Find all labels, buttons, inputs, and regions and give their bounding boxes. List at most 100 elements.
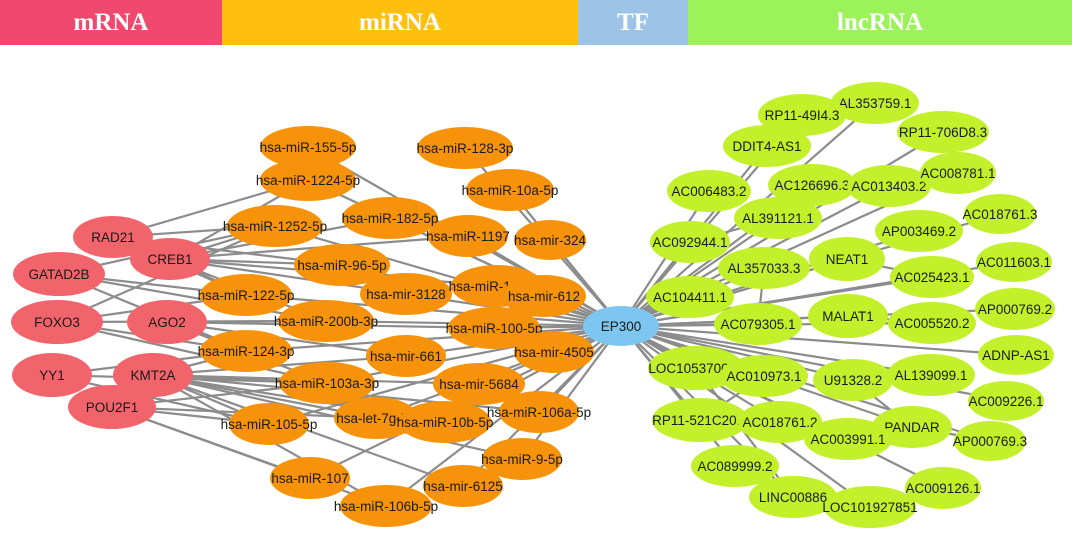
lncrna-node: AP000769.2: [975, 288, 1055, 330]
mirna-node-label: hsa-miR-182-5p: [342, 211, 439, 226]
mirna-node-shape: [399, 401, 491, 443]
mirna-node: hsa-miR-10a-5p: [462, 169, 559, 211]
lncrna-node-shape: [809, 237, 885, 281]
mrna-node-label: RAD21: [91, 230, 135, 245]
mirna-node-shape: [417, 127, 513, 169]
mirna-node-label: hsa-miR-106b-5p: [334, 499, 438, 514]
mirna-node-shape: [433, 363, 525, 405]
lncrna-node: AC011603.1: [976, 242, 1052, 282]
mirna-node: hsa-miR-106b-5p: [334, 485, 438, 527]
mirna-node: hsa-miR-96-5p: [294, 244, 390, 286]
lncrna-node-label: AC009226.1: [968, 394, 1043, 409]
mirna-node-label: hsa-miR-124-3p: [198, 344, 295, 359]
lncrna-node-shape: [954, 421, 1026, 461]
lncrna-node: RP11-706D8.3: [897, 111, 989, 153]
lncrna-node: MALAT1: [808, 294, 888, 338]
lncrna-node: PANDAR: [872, 406, 952, 448]
mrna-node-label: POU2F1: [86, 400, 139, 415]
lncrna-node-label: PANDAR: [884, 420, 940, 435]
lncrna-node: AC008781.1: [920, 152, 996, 194]
mirna-node-label: hsa-miR-128-3p: [417, 141, 514, 156]
lncrna-node-shape: [872, 406, 952, 448]
lncrna-node: NEAT1: [809, 237, 885, 281]
mirna-node: hsa-miR-103a-3p: [275, 362, 379, 404]
lncrna-node: AC089999.2: [691, 445, 779, 487]
lncrna-node-shape: [964, 194, 1036, 234]
mirna-node-label: hsa-mir-612: [508, 289, 580, 304]
lncrna-node: AP003469.2: [875, 210, 963, 252]
mrna-node: RAD21: [73, 216, 153, 258]
lncrna-node-shape: [718, 247, 810, 289]
lncrna-node: LOC105370027: [648, 346, 744, 390]
lncrna-node-label: AC006483.2: [671, 184, 746, 199]
network-edge: [620, 324, 1017, 357]
mirna-node-shape: [294, 244, 390, 286]
mirna-node: hsa-miR-105-5p: [221, 403, 317, 445]
lncrna-node-label: RP11-706D8.3: [899, 125, 987, 140]
lncrna-node-label: AC008781.1: [920, 166, 995, 181]
lncrna-node-label: RP11-521C20.2: [652, 413, 748, 428]
lncrna-node-label: AC089999.2: [697, 459, 772, 474]
lncrna-node-label: AC025423.1: [894, 270, 969, 285]
mirna-node-label: hsa-miR-155-5p: [260, 140, 357, 155]
lncrna-node-label: AC003991.1: [810, 432, 885, 447]
lncrna-node-shape: [975, 288, 1055, 330]
lncrna-node: AC018761.2: [738, 401, 822, 443]
mirna-node-shape: [229, 403, 309, 445]
tf-hub-node-shape: [583, 306, 659, 346]
mrna-node: KMT2A: [113, 353, 193, 397]
lncrna-node-shape: [888, 302, 976, 344]
lncrna-node-shape: [738, 401, 822, 443]
lncrna-node-shape: [723, 125, 811, 167]
lncrna-node: AL353759.1: [831, 82, 919, 124]
legend-mrna: mRNA: [0, 0, 222, 45]
mirna-node-shape: [502, 275, 586, 317]
mirna-node: hsa-mir-5684: [433, 363, 525, 405]
lncrna-node-label: AC018761.2: [742, 415, 817, 430]
mirna-node-shape: [360, 273, 452, 315]
lncrna-node: AL139099.1: [887, 354, 975, 396]
lncrna-node: AC079305.1: [714, 303, 802, 345]
lncrna-node-label: AC104411.1: [653, 290, 727, 305]
mrna-node: FOXO3: [11, 300, 103, 344]
mrna-node-label: FOXO3: [34, 315, 80, 330]
lncrna-node-label: AC010973.1: [726, 369, 801, 384]
lncrna-node-label: AL357033.3: [728, 261, 801, 276]
lncrna-node-label: AP003469.2: [882, 224, 956, 239]
mirna-node-shape: [423, 465, 503, 507]
mirna-node: hsa-miR-155-5p: [260, 126, 357, 168]
mrna-node: AGO2: [127, 300, 207, 344]
lncrna-node: AL391121.1: [734, 197, 822, 239]
lncrna-node-shape: [897, 111, 989, 153]
mirna-node-label: hsa-miR-122-5p: [198, 288, 295, 303]
mirna-node-shape: [270, 457, 350, 499]
network-edge: [152, 354, 407, 377]
tf-hub-node-label: EP300: [601, 319, 642, 334]
mirna-node-label: hsa-mir-661: [370, 349, 442, 364]
lncrna-node: RP11-521C20.2: [652, 398, 748, 442]
lncrna-node-shape: [890, 256, 974, 298]
lncrna-node-label: AC079305.1: [720, 317, 795, 332]
mirna-node: hsa-miR-10b-5p: [397, 401, 494, 443]
lncrna-node-label: AL139099.1: [895, 368, 968, 383]
lncrna-node: AC013403.2: [847, 165, 931, 207]
lncrna-node: AC092944.1: [650, 221, 730, 263]
mirna-node-label: hsa-miR-106a-5p: [487, 405, 591, 420]
mirna-node-shape: [499, 391, 579, 433]
network-edge: [245, 324, 622, 353]
legend-mirna: miRNA: [222, 0, 578, 45]
mrna-node-shape: [11, 300, 103, 344]
lncrna-node-label: AL353759.1: [839, 96, 912, 111]
lncrna-node: AC010973.1: [720, 355, 808, 397]
lncrna-node-label: AP000769.3: [953, 434, 1027, 449]
mrna-node-shape: [130, 238, 210, 280]
mirna-node-shape: [278, 300, 374, 342]
mirna-node-label: hsa-let-7g-5p: [336, 411, 416, 426]
lncrna-node-shape: [887, 354, 975, 396]
mirna-node-label: hsa-miR-10a-5p: [462, 183, 559, 198]
network-edge: [620, 275, 933, 328]
lncrna-node-shape: [650, 221, 730, 263]
mirna-node-label: hsa-miR-10b-5p: [397, 415, 494, 430]
lncrna-node-label: AC018761.3: [962, 207, 1037, 222]
